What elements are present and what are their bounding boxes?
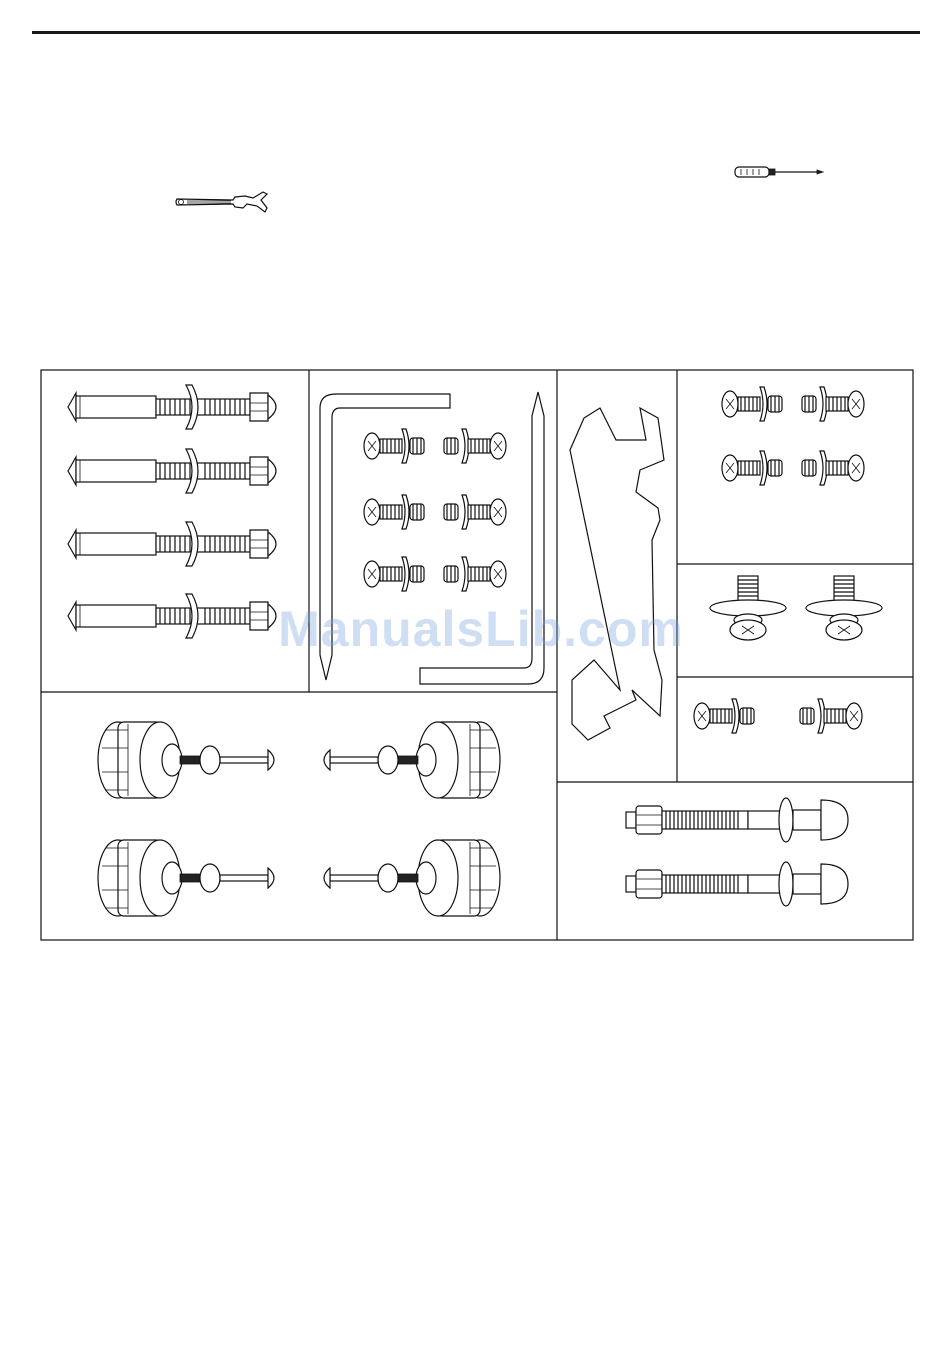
flat-spanner-icon [570,408,664,740]
small-screw-set-icon [364,429,506,591]
carriage-bolt-with-nut-icon [626,798,848,906]
allen-key-icon [320,392,544,684]
medium-screw-icon [694,699,862,733]
screw-with-washer-icon [722,387,864,485]
long-bolt-with-cap-nut-icon [68,385,276,638]
screw-with-large-washer-icon [710,576,882,640]
knob-with-bolt-icon [98,722,500,916]
